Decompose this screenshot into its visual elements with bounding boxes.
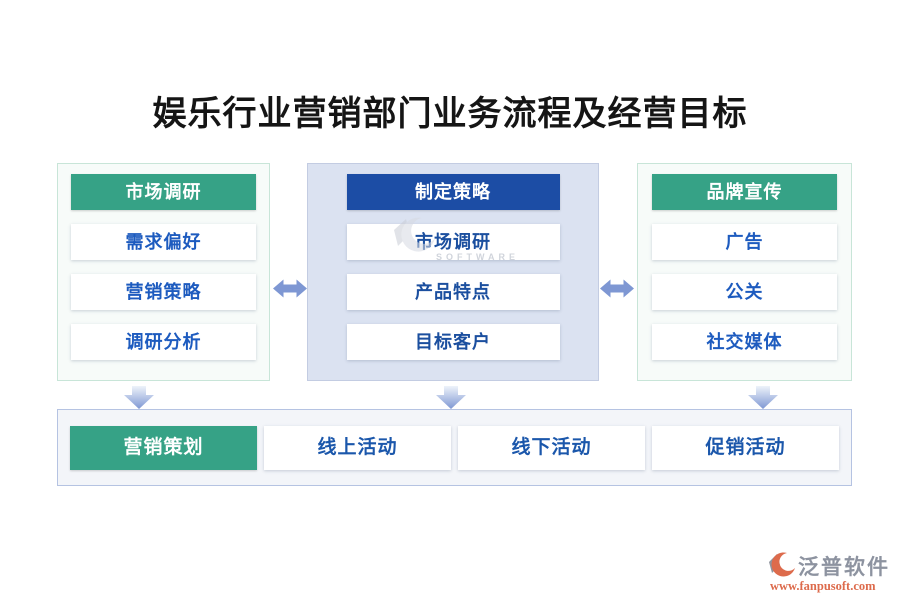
flow-node: 需求偏好 bbox=[71, 224, 256, 260]
flow-node: 产品特点 bbox=[346, 274, 560, 310]
fanpu-logo-icon bbox=[769, 552, 795, 577]
page-title: 娱乐行业营销部门业务流程及经营目标 bbox=[152, 96, 748, 133]
panel-header-strategy: 制定策略 bbox=[346, 174, 560, 210]
corner-watermark: 泛普软件 www.fanpusoft.com bbox=[768, 550, 893, 596]
panel-header-market-research: 市场调研 bbox=[71, 174, 256, 210]
flow-node: 市场调研 bbox=[346, 224, 560, 260]
left-right-arrow-icon bbox=[273, 279, 307, 298]
flow-node: 营销策略 bbox=[71, 274, 256, 310]
corner-watermark-brand: 泛普软件 bbox=[798, 555, 890, 579]
bottom-row: 营销策划 线上活动 线下活动 促销活动 bbox=[57, 409, 852, 486]
panel-header-brand-promotion: 品牌宣传 bbox=[652, 174, 837, 210]
flow-node: 促销活动 bbox=[652, 425, 839, 470]
flow-node-marketing-planning: 营销策划 bbox=[70, 425, 257, 470]
flow-node: 社交媒体 bbox=[652, 324, 837, 360]
flow-node: 线下活动 bbox=[458, 425, 645, 470]
left-right-arrow-icon bbox=[600, 279, 634, 298]
down-arrow-icon bbox=[436, 386, 466, 409]
flow-node: 线上活动 bbox=[264, 425, 451, 470]
flow-node: 公关 bbox=[652, 274, 837, 310]
flow-node: 目标客户 bbox=[346, 324, 560, 360]
down-arrow-icon bbox=[748, 386, 778, 409]
corner-watermark-url: www.fanpusoft.com bbox=[770, 579, 876, 593]
panel-brand-promotion: 品牌宣传 广告 公关 社交媒体 bbox=[637, 163, 852, 381]
flow-node: 广告 bbox=[652, 224, 837, 260]
panel-market-research: 市场调研 需求偏好 营销策略 调研分析 bbox=[57, 163, 270, 381]
panel-strategy: 制定策略 市场调研 产品特点 目标客户 bbox=[307, 163, 599, 381]
down-arrow-icon bbox=[124, 386, 154, 409]
flow-node: 调研分析 bbox=[71, 324, 256, 360]
